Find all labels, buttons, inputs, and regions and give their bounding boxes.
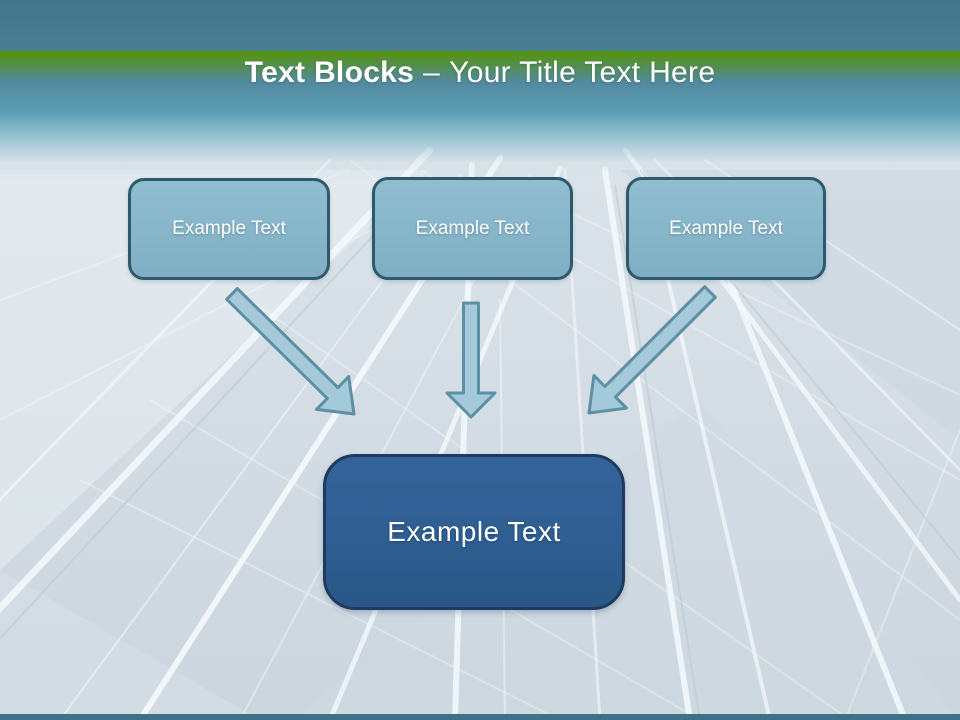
- title-emphasis: Text Blocks: [244, 56, 415, 89]
- text-block-1: Example Text: [128, 178, 330, 280]
- text-block-2-label: Example Text: [415, 217, 530, 239]
- text-block-3-label: Example Text: [669, 217, 783, 239]
- text-block-1-label: Example Text: [172, 218, 286, 239]
- footer-accent-bar: [0, 714, 960, 720]
- text-block-2: Example Text: [372, 177, 573, 280]
- summary-text-block: Example Text: [323, 454, 625, 610]
- summary-text-block-label: Example Text: [387, 516, 561, 547]
- text-block-3: Example Text: [626, 177, 826, 280]
- title-separator: –: [423, 56, 441, 89]
- slide-title: Text Blocks–Your Title Text Here: [0, 56, 960, 90]
- title-remainder: Your Title Text Here: [449, 56, 716, 89]
